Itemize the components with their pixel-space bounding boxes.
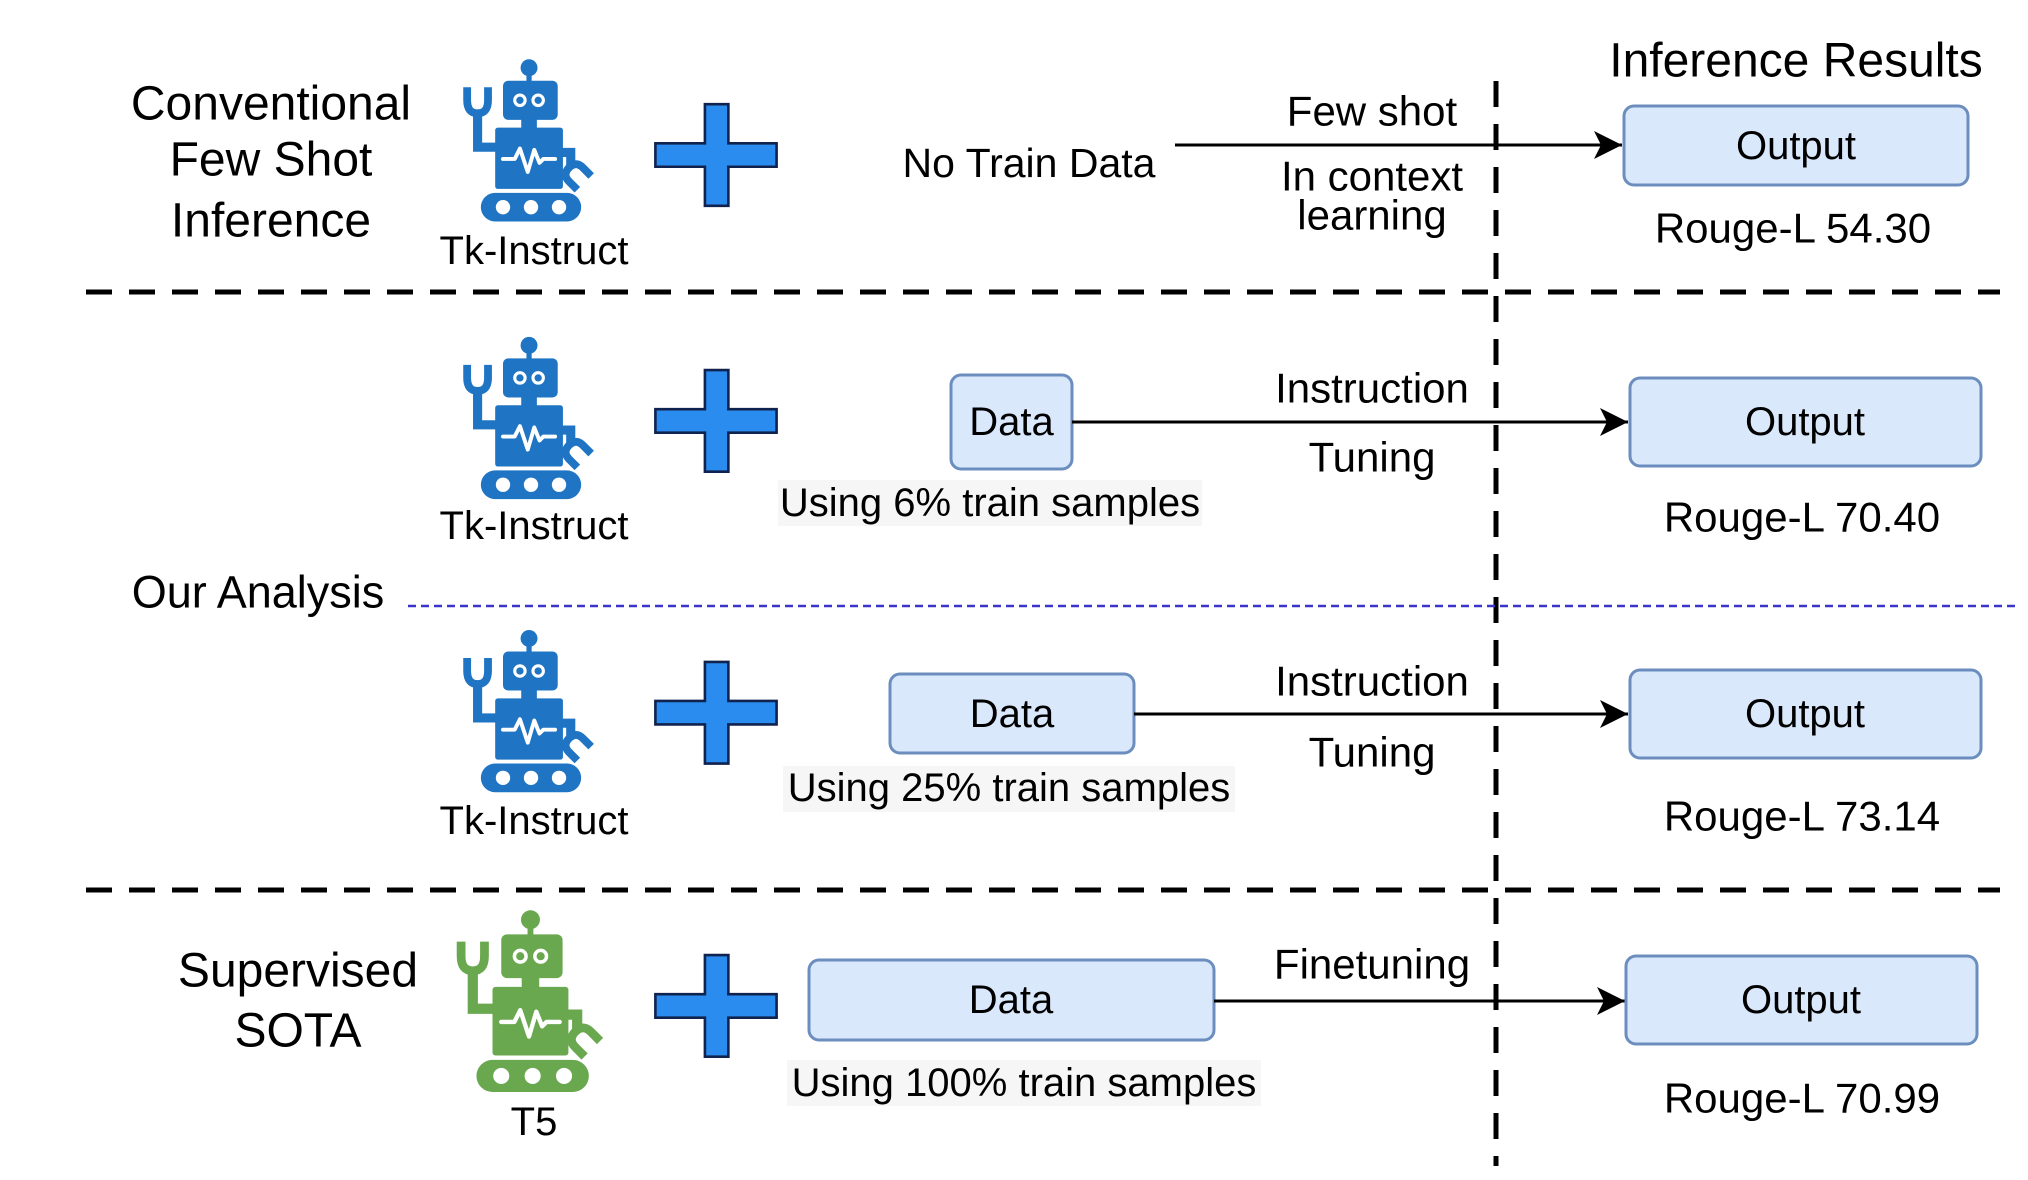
robot-icon bbox=[461, 910, 600, 1092]
robot-icon bbox=[467, 630, 591, 792]
output-label: Output bbox=[1736, 124, 1856, 168]
method-label: Tuning bbox=[1309, 434, 1436, 481]
data-caption: Using 25% train samples bbox=[788, 766, 1230, 810]
input-label: No Train Data bbox=[903, 140, 1156, 186]
section-label-analysis: Our Analysis bbox=[132, 567, 385, 618]
caption-background bbox=[787, 1060, 1261, 1106]
output-label: Output bbox=[1745, 692, 1865, 736]
method-label: In context bbox=[1281, 153, 1463, 200]
plus-icon bbox=[654, 953, 778, 1059]
section-label-supervised: Supervised bbox=[178, 945, 418, 998]
method-label: Tuning bbox=[1309, 729, 1436, 776]
score-label: Rouge-L 70.99 bbox=[1664, 1075, 1940, 1122]
method-label: Finetuning bbox=[1274, 941, 1470, 988]
caption-background bbox=[783, 766, 1235, 812]
results-header: Inference Results bbox=[1609, 35, 1983, 88]
row-analysis-6: Tk-Instruct Data Using 6% train samples … bbox=[440, 337, 1983, 548]
output-label: Output bbox=[1745, 400, 1865, 444]
method-label: learning bbox=[1297, 192, 1446, 239]
method-label: Instruction bbox=[1275, 365, 1469, 412]
caption-background bbox=[778, 480, 1202, 526]
data-label: Data bbox=[970, 692, 1055, 736]
data-caption: Using 100% train samples bbox=[792, 1061, 1257, 1105]
plus-icon bbox=[654, 660, 778, 765]
section-label-supervised: SOTA bbox=[234, 1005, 361, 1058]
plus-icon bbox=[654, 368, 778, 474]
row-analysis-25: Tk-Instruct Data Using 25% train samples… bbox=[440, 630, 1983, 843]
robot-icon bbox=[467, 59, 591, 221]
robot-icon bbox=[467, 337, 591, 499]
output-box bbox=[1628, 376, 1983, 468]
output-label: Output bbox=[1741, 978, 1861, 1022]
method-label: Few shot bbox=[1287, 88, 1458, 135]
score-label: Rouge-L 54.30 bbox=[1655, 205, 1931, 252]
output-box bbox=[1624, 954, 1979, 1046]
score-label: Rouge-L 70.40 bbox=[1664, 494, 1940, 541]
data-label: Data bbox=[969, 400, 1054, 444]
row-conventional: Conventional Few Shot Inference Tk-Instr… bbox=[131, 59, 1970, 273]
model-label: Tk-Instruct bbox=[440, 799, 629, 843]
model-label: Tk-Instruct bbox=[440, 504, 629, 548]
score-label: Rouge-L 73.14 bbox=[1664, 793, 1940, 840]
section-label-conventional: Conventional bbox=[131, 78, 411, 131]
section-label-conventional: Inference bbox=[171, 195, 371, 248]
method-label: Instruction bbox=[1275, 658, 1469, 705]
section-label-conventional: Few Shot bbox=[170, 134, 373, 187]
plus-icon bbox=[654, 102, 778, 208]
data-label: Data bbox=[969, 978, 1054, 1022]
model-label: Tk-Instruct bbox=[440, 229, 629, 273]
output-box bbox=[1622, 104, 1970, 187]
row-supervised: Supervised SOTA T5 Data Using 100% train… bbox=[178, 910, 1979, 1144]
data-caption: Using 6% train samples bbox=[780, 481, 1200, 525]
model-label: T5 bbox=[511, 1100, 558, 1144]
output-box bbox=[1628, 668, 1983, 760]
